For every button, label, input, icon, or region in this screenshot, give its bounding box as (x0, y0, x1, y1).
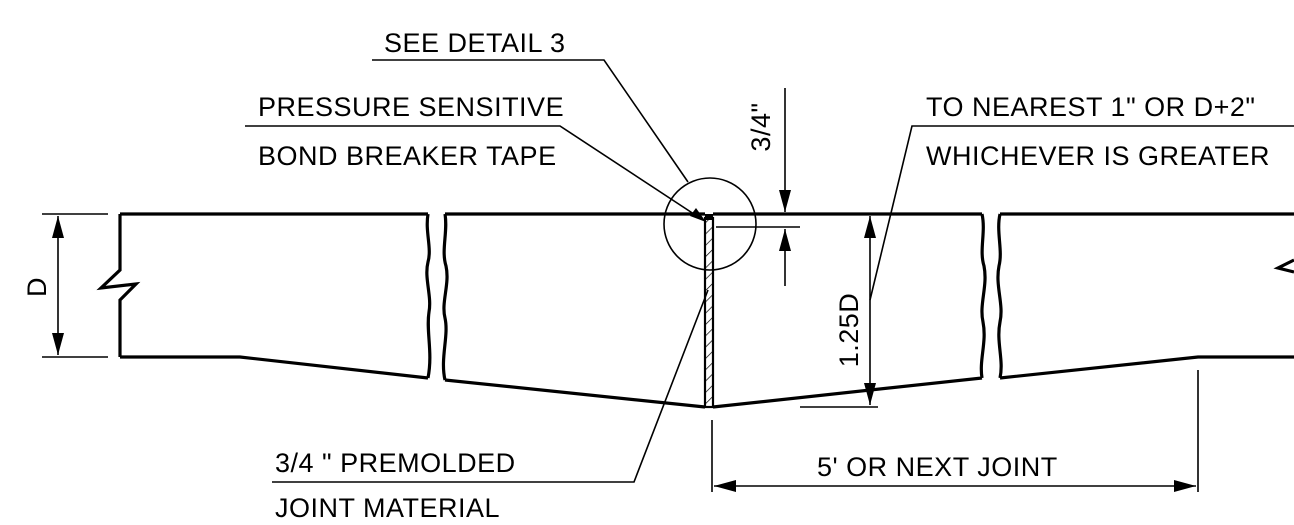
see-detail-label: SEE DETAIL 3 (384, 28, 566, 58)
nearest-label-line2: WHICHEVER IS GREATER (926, 141, 1270, 171)
slab-depth-label: D (22, 277, 52, 297)
see-detail-leader (372, 59, 689, 183)
bond-breaker-label-line1: PRESSURE SENSITIVE (258, 92, 564, 122)
tape-depth-label: 3/4" (746, 102, 776, 151)
slab-segment-2 (441, 212, 706, 409)
slab-segment-1 (96, 212, 432, 380)
bond-breaker-label-line2: BOND BREAKER TAPE (258, 141, 557, 171)
slab-segment-4 (996, 212, 1294, 380)
nearest-leader (869, 125, 1294, 301)
detail-circle (663, 177, 757, 271)
premolded-joint-material (703, 216, 715, 409)
next-joint-label: 5' OR NEXT JOINT (817, 452, 1058, 482)
dimension-three-quarter (716, 88, 800, 286)
premolded-leader (272, 289, 709, 483)
nearest-label-line1: TO NEAREST 1" OR D+2" (926, 92, 1256, 122)
dimension-125d (800, 216, 878, 408)
dimension-next-joint (711, 370, 1199, 492)
bond-breaker-leader (245, 125, 704, 221)
premolded-label-line2: JOINT MATERIAL (275, 493, 500, 523)
premolded-label-line1: 3/4 " PREMOLDED (275, 448, 516, 478)
slab-segment-3 (712, 212, 987, 409)
thickened-depth-label: 1.25D (834, 293, 864, 368)
dimension-d (42, 213, 108, 358)
bond-breaker-tape (705, 214, 713, 220)
